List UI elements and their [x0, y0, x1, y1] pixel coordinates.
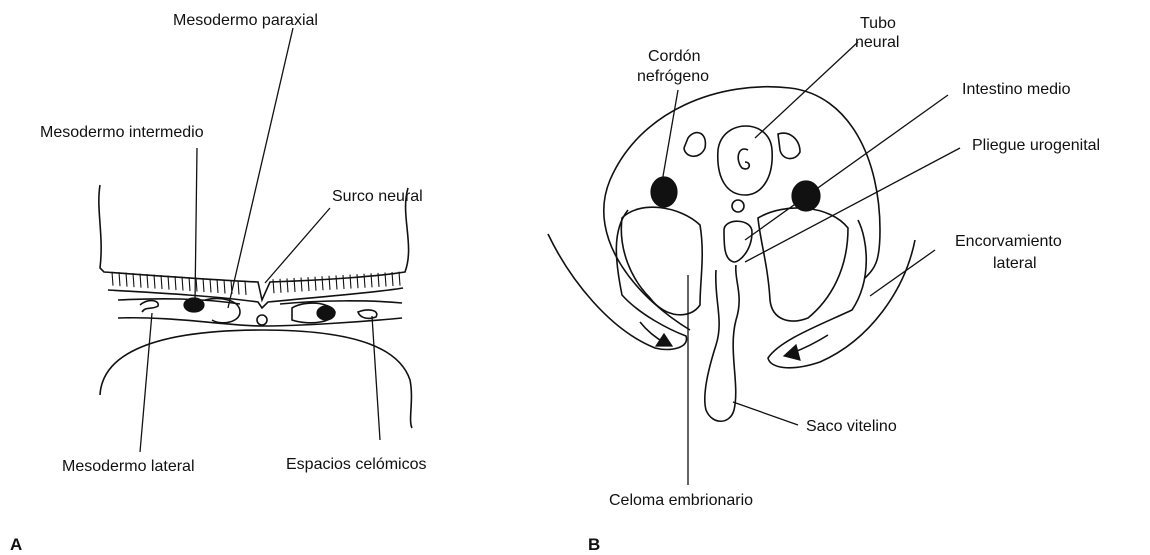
hatch-stroke — [294, 278, 295, 292]
hatch-stroke — [161, 275, 162, 289]
hatch-stroke — [301, 278, 302, 292]
label-tubo-neural-1: Tubo — [860, 15, 896, 32]
leader-celomicos — [372, 316, 380, 440]
panel-letter-b: B — [588, 535, 600, 554]
hatch-stroke — [350, 275, 351, 289]
panel-letter-a: A — [10, 535, 22, 554]
leader-lateral — [140, 313, 152, 452]
ectoderm-lower-line — [108, 288, 403, 308]
label-cordon-1: Cordón — [648, 48, 700, 65]
label-mesodermo-paraxial: Mesodermo paraxial — [173, 12, 318, 29]
leader-saco — [733, 402, 798, 425]
leader-tubo — [755, 42, 858, 138]
hatch-stroke — [147, 274, 148, 288]
hatch-stroke — [126, 273, 127, 287]
nephrogenic-cord-left — [651, 177, 677, 207]
notochord — [257, 315, 267, 325]
lateral-fold-right — [768, 220, 915, 368]
label-intestino-medio: Intestino medio — [962, 81, 1071, 98]
intermediate-mesoderm-right — [317, 306, 335, 320]
hatch-stroke — [196, 278, 197, 292]
fold-arrow-right-head — [784, 345, 800, 360]
coelomic-space-left — [140, 301, 158, 312]
hatch-stroke — [343, 275, 344, 289]
leader-cordon — [662, 90, 678, 182]
intermediate-mesoderm-left — [184, 298, 204, 312]
hatch-stroke — [322, 276, 323, 290]
hatch-stroke — [315, 277, 316, 291]
hatch-stroke — [119, 272, 120, 286]
hatch-stroke — [399, 272, 400, 286]
hatch-stroke — [357, 274, 358, 288]
lateral-fold-left — [548, 210, 687, 350]
yolk-sac-stalk — [705, 265, 739, 421]
label-mesodermo-intermedio: Mesodermo intermedio — [40, 124, 204, 141]
coelomic-space-right — [358, 310, 377, 318]
label-encorvamiento-1: Encorvamiento — [955, 233, 1062, 250]
label-espacios-celomicos: Espacios celómicos — [286, 456, 427, 473]
label-mesodermo-lateral: Mesodermo lateral — [62, 458, 195, 475]
hatch-stroke — [154, 275, 155, 289]
leader-surco — [265, 208, 330, 283]
label-encorvamiento-2: lateral — [993, 255, 1037, 272]
label-cordon-2: nefrógeno — [637, 68, 709, 85]
fold-arrow-left-head — [656, 334, 672, 346]
hatch-stroke — [308, 277, 309, 291]
label-saco-vitelino: Saco vitelino — [806, 418, 897, 435]
hatch-stroke — [217, 279, 218, 293]
hatch-stroke — [238, 280, 239, 294]
hatch-stroke — [140, 274, 141, 288]
hatch-stroke — [168, 276, 169, 290]
panel-b-diagram: Tubo neural Cordón nefrógeno Intestino m… — [548, 15, 1100, 554]
hatch-stroke — [329, 276, 330, 290]
label-tubo-neural-2: neural — [855, 34, 899, 51]
hatch-stroke — [182, 277, 183, 291]
panel-a-diagram: Mesodermo paraxial Mesodermo intermedio … — [10, 12, 427, 554]
hatch-stroke — [336, 275, 337, 289]
notochord-b — [732, 200, 744, 212]
hatch-stroke — [210, 279, 211, 293]
neural-tube-outer — [718, 126, 772, 195]
hatch-stroke — [245, 281, 246, 295]
label-pliegue-urogenital: Pliegue urogenital — [972, 137, 1100, 154]
somite-left — [684, 133, 705, 157]
midgut-tube — [724, 221, 752, 262]
mesoderm-upper-line — [118, 299, 402, 304]
hatch-stroke — [364, 274, 365, 288]
coelom-cavity-right — [758, 208, 848, 321]
label-surco-neural: Surco neural — [332, 188, 423, 205]
hatch-stroke — [133, 273, 134, 287]
leader-encorvamiento — [870, 250, 935, 296]
somite-right — [778, 133, 800, 158]
hatch-stroke — [189, 277, 190, 291]
neural-tube-lumen — [738, 149, 749, 169]
leader-intestino — [745, 95, 948, 240]
label-celoma-embrionario: Celoma embrionario — [609, 492, 753, 509]
hatch-stroke — [175, 276, 176, 290]
hatch-stroke — [112, 272, 113, 286]
hatch-stroke — [224, 280, 225, 294]
leader-paraxial — [228, 28, 293, 308]
hatch-stroke — [203, 278, 204, 292]
coelom-cavity-left — [621, 207, 702, 315]
leader-pliegue — [745, 148, 960, 262]
hatch-stroke — [287, 278, 288, 292]
